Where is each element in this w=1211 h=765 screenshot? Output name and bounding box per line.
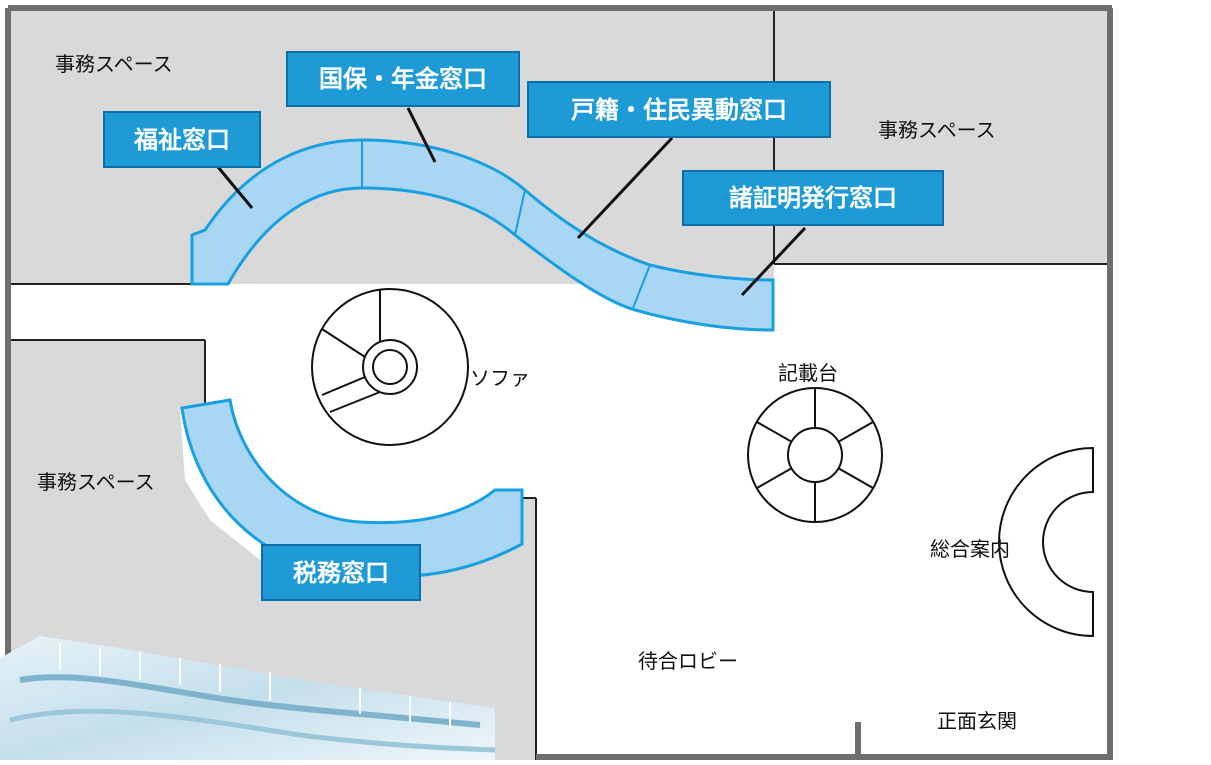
counter-divider	[514, 189, 526, 236]
leader-lines	[216, 107, 807, 297]
counter-label-box	[103, 111, 261, 168]
desk-divider	[756, 467, 793, 489]
counter-label-box	[286, 51, 520, 107]
photo-detail	[59, 645, 451, 728]
counter-label-certificates[interactable]: 諸証明発行窓口	[682, 170, 944, 226]
counter-label-welfare[interactable]: 福祉窓口	[103, 111, 261, 168]
leader-line-welfare	[216, 166, 254, 209]
info-desk-counter	[998, 446, 1094, 638]
entrance-label: 正面玄関	[937, 709, 1017, 733]
counter-divider	[632, 264, 651, 309]
upper-counter	[190, 138, 775, 332]
office-area-left-label: 事務スペース	[37, 470, 155, 494]
counter-label-box	[682, 170, 944, 226]
sofa-label: ソファ	[470, 366, 530, 390]
leader-line-certificates	[740, 226, 807, 297]
desk-divider	[837, 421, 874, 443]
photo-detail	[9, 708, 496, 753]
sofa-divider	[321, 376, 366, 396]
counter-label-certificates-text: 諸証明発行窓口	[729, 184, 897, 212]
counter-upper-body	[190, 138, 775, 332]
writing-desk	[747, 387, 883, 523]
office-area-top-right-label: 事務スペース	[878, 118, 996, 142]
desk-center	[787, 427, 843, 483]
leader-line-insurance	[406, 107, 437, 163]
sofa-divider	[321, 328, 366, 358]
sofa	[311, 288, 469, 446]
lobby-label: 待合ロビー	[638, 649, 738, 673]
counter-label-tax[interactable]: 税務窓口	[261, 544, 421, 601]
lower-counter	[180, 398, 524, 579]
counter-label-tax-text: 税務窓口	[293, 559, 389, 587]
building-photo	[0, 636, 496, 760]
info-desk-label: 総合案内	[930, 537, 1010, 561]
sofa-center-inner	[372, 349, 408, 385]
desk-divider	[756, 421, 793, 443]
desk-divider	[837, 467, 874, 489]
counter-label-box	[261, 544, 421, 601]
sofa-divider	[329, 391, 381, 413]
counter-lower-body	[180, 398, 524, 579]
counter-label-family-register[interactable]: 戸籍・住民異動窓口	[527, 81, 831, 138]
building-interior-photo-icon	[0, 636, 495, 760]
counter-label-insurance-pension-text: 国保・年金窓口	[319, 65, 487, 93]
counter-label-welfare-text: 福祉窓口	[133, 126, 230, 154]
leader-line-family-register	[576, 136, 674, 240]
info-desk	[998, 446, 1094, 638]
office-area-top-left-label: 事務スペース	[55, 52, 173, 76]
counter-label-family-register-text: 戸籍・住民異動窓口	[571, 96, 787, 124]
writing-desk-label: 記載台	[778, 361, 838, 385]
counter-label-box	[527, 81, 831, 138]
counter-label-insurance-pension[interactable]: 国保・年金窓口	[286, 51, 520, 107]
photo-detail	[19, 674, 481, 728]
